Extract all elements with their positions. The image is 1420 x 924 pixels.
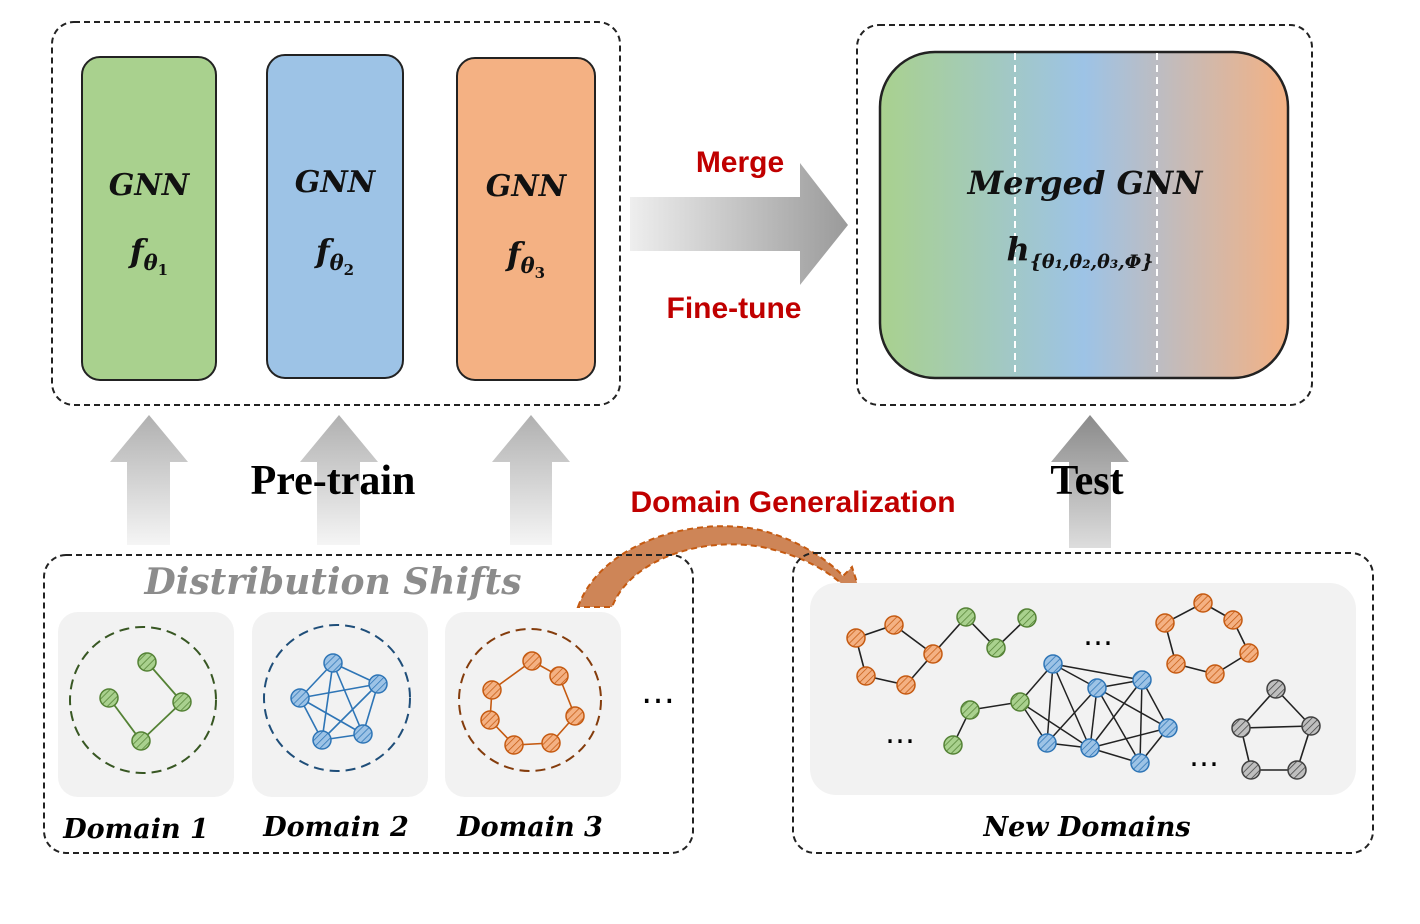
- distribution-shifts-label: Distribution Shifts: [143, 561, 521, 603]
- new-domains-ellipsis-2: …: [885, 716, 915, 751]
- test-arrow: [1051, 415, 1129, 548]
- node: [923, 644, 943, 664]
- merged-model-function: h{θ₁,θ₂,θ₃,Φ}: [1006, 230, 1153, 273]
- merged-model-card: Merged GNN h{θ₁,θ₂,θ₃,Φ}: [878, 50, 1290, 380]
- node: [1017, 608, 1037, 628]
- pretrained-models-container: [51, 21, 621, 406]
- node: [1010, 692, 1030, 712]
- node: [884, 615, 904, 635]
- domain-3-panel: [445, 612, 621, 797]
- node: [1087, 678, 1107, 698]
- model-1-index: 1: [158, 261, 168, 279]
- domain-2-label: Domain 2: [262, 812, 409, 843]
- new-graph-gray-pentagon: [1231, 679, 1321, 780]
- merged-model-title: Merged GNN: [967, 164, 1204, 202]
- model-3-title: GNN: [486, 169, 568, 204]
- merged-model-container: [856, 24, 1313, 406]
- node: [896, 675, 916, 695]
- pretrain-label: Pre-train: [251, 458, 416, 504]
- finetune-label: Fine-tune: [667, 292, 802, 325]
- new-domains-ellipsis-1: …: [1083, 618, 1113, 653]
- merge-arrow: [630, 163, 848, 285]
- node: [986, 638, 1006, 658]
- model-1-func-letter: f: [128, 232, 149, 270]
- model-3-theta: θ: [521, 253, 535, 278]
- domain-1-panel: [58, 612, 234, 797]
- model-2-index: 2: [344, 261, 354, 279]
- domain-generalization-label: Domain Generalization: [630, 486, 955, 519]
- model-3-index: 3: [535, 264, 545, 282]
- model-2-func-letter: f: [314, 232, 335, 270]
- domain-2-panel: [252, 612, 428, 797]
- domain-generalization-arrow: [576, 525, 862, 608]
- domain-1-label: Domain 1: [62, 814, 209, 845]
- model-1-title: GNN: [109, 168, 191, 203]
- new-graph-orange-ring: [1155, 593, 1259, 684]
- new-domains-label: New Domains: [982, 812, 1190, 843]
- model-card-1: GNN fθ1: [81, 56, 217, 381]
- model-card-2: GNN fθ2: [266, 54, 404, 379]
- model-2-function: fθ2: [314, 232, 354, 279]
- node: [1037, 733, 1057, 753]
- node: [1130, 753, 1150, 773]
- domain-3-label: Domain 3: [456, 812, 603, 843]
- node: [956, 607, 976, 627]
- node: [1043, 654, 1063, 674]
- model-card-3: GNN fθ3: [456, 57, 596, 381]
- model-2-theta: θ: [330, 250, 344, 275]
- model-1-function: fθ1: [128, 232, 168, 279]
- node: [846, 628, 866, 648]
- model-3-function: fθ3: [505, 235, 545, 282]
- model-1-theta: θ: [144, 250, 158, 275]
- node: [856, 666, 876, 686]
- node: [960, 700, 980, 720]
- node: [943, 735, 963, 755]
- model-3-func-letter: f: [505, 235, 526, 273]
- pretrain-arrow-1: [110, 415, 188, 545]
- node: [1080, 738, 1100, 758]
- merged-func-letter: h: [1006, 230, 1029, 268]
- model-2-title: GNN: [295, 165, 377, 200]
- pretrain-arrow-3: [492, 415, 570, 545]
- node: [1158, 718, 1178, 738]
- pretrain-arrow-2: [300, 415, 378, 545]
- node: [1132, 670, 1152, 690]
- new-domains-ellipsis-3: …: [1189, 739, 1219, 774]
- test-label: Test: [1050, 458, 1123, 504]
- more-domains-ellipsis: …: [641, 672, 675, 712]
- distribution-shifts-container: [43, 554, 694, 854]
- merge-label: Merge: [696, 146, 784, 179]
- merged-params: {θ₁,θ₂,θ₃,Φ}: [1030, 251, 1154, 273]
